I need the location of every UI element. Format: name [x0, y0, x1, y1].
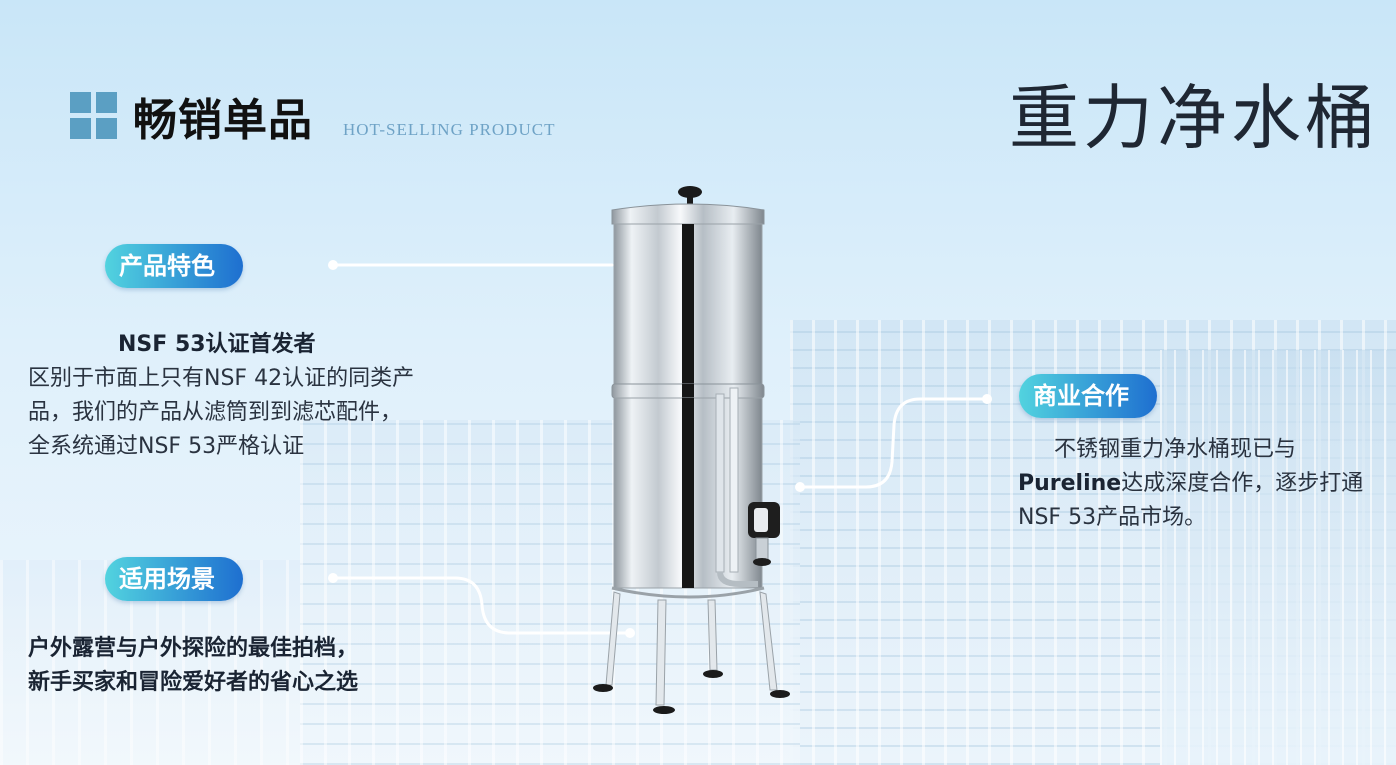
connector-dot [795, 482, 805, 492]
connector-dot [982, 394, 992, 404]
cooperation-description: 不锈钢重力净水桶现已与 Pureline达成深度合作，逐步打通NSF 53产品市场… [1018, 433, 1370, 535]
connector-line [798, 397, 989, 489]
features-description: 区别于市面上只有NSF 42认证的同类产品，我们的产品从滤筒到到滤芯配件，全系统… [28, 366, 415, 459]
background-building [1160, 350, 1396, 765]
brand-title: 畅销单品 [133, 95, 313, 146]
cooperation-tag: 商业合作 [1019, 374, 1157, 418]
connector-dot [625, 628, 635, 638]
features-headline: NSF 53认证首发者 [118, 332, 316, 357]
features-tag: 产品特色 [105, 244, 243, 288]
scenarios-description: 户外露营与户外探险的最佳拍档，新手买家和冒险爱好者的省心之选 [28, 636, 359, 695]
cooperation-text-after: 达成深度合作，逐步打通NSF 53产品市场。 [1018, 471, 1364, 530]
page-title: 重力净水桶 [1009, 77, 1379, 159]
scenarios-tag: 适用场景 [105, 557, 243, 601]
brand-subtitle: HOT-SELLING PRODUCT [343, 120, 556, 139]
connector-dot [328, 573, 338, 583]
partner-name: Pureline [1018, 471, 1122, 496]
grid-logo-icon [70, 92, 117, 139]
cooperation-text-before: 不锈钢重力净水桶现已与 [1054, 437, 1297, 462]
connector-line [331, 576, 632, 635]
connector-dot [328, 260, 338, 270]
water-filter-product-image [593, 186, 790, 714]
